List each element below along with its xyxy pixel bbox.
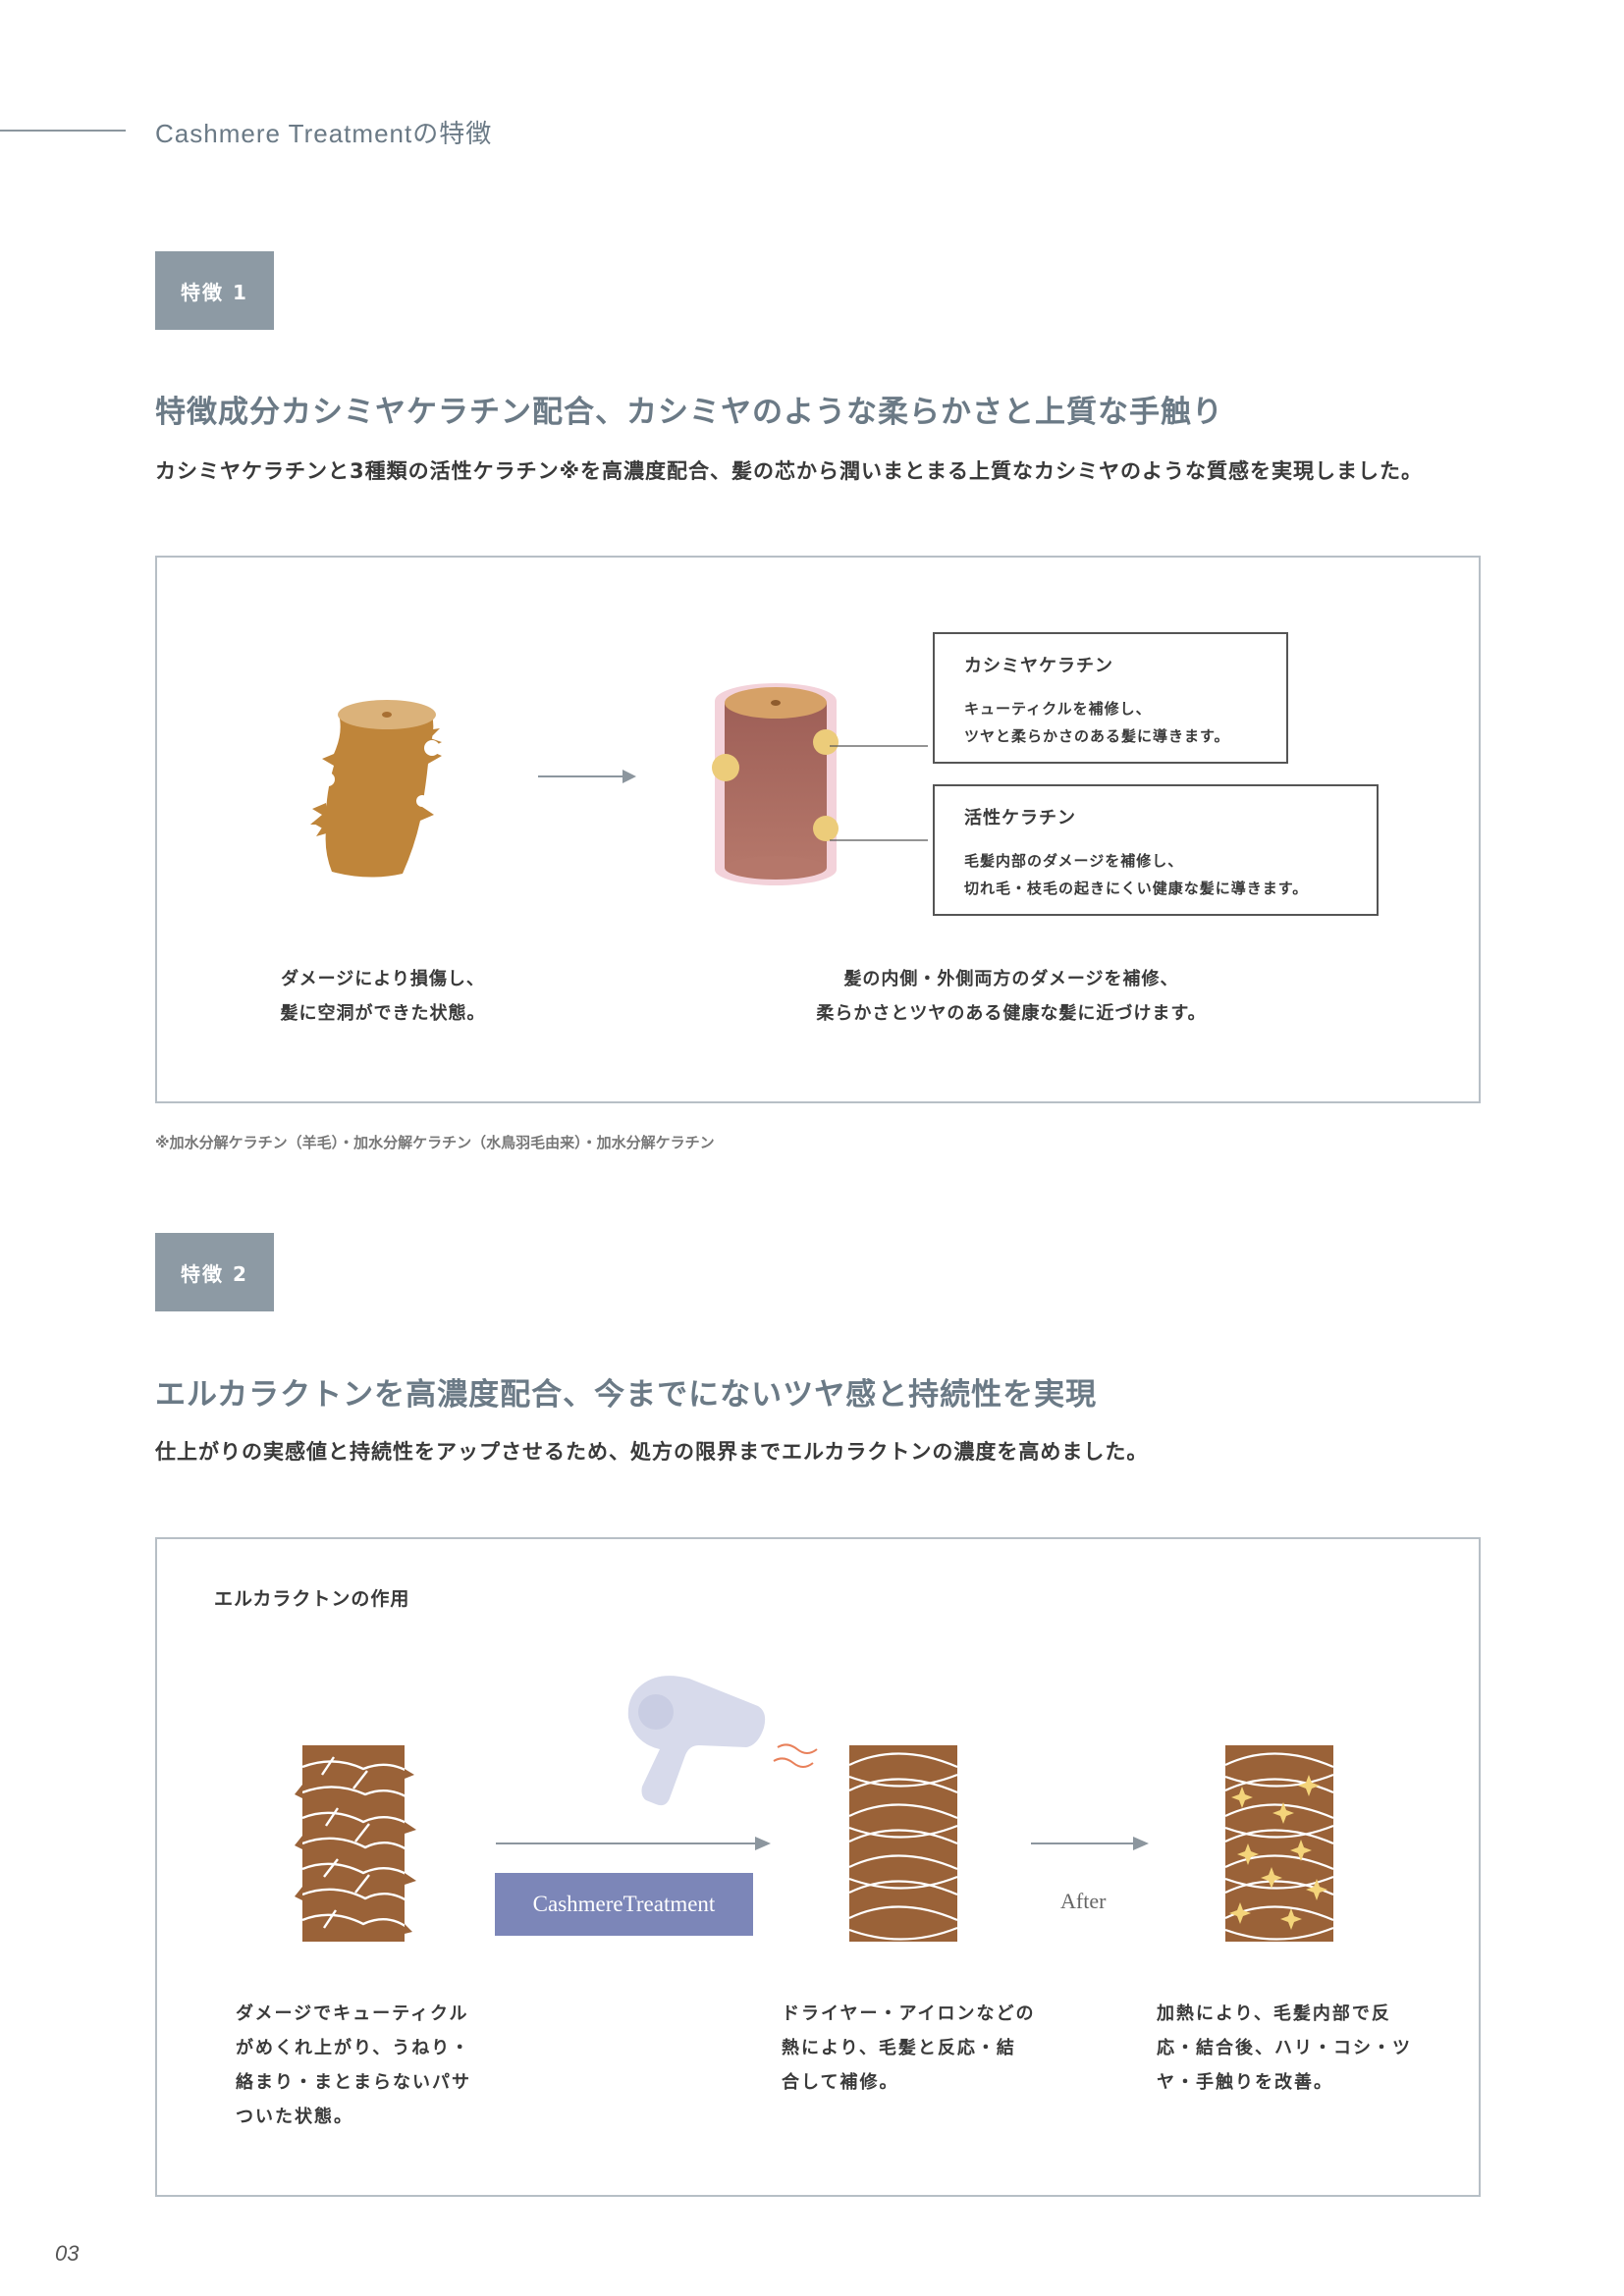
feature1-heading: 特徴成分カシミヤケラチン配合、カシミヤのような柔らかさと上質な手触り: [155, 395, 1223, 430]
panel-title: エルカラクトンの作用: [214, 1588, 410, 1610]
header-rule: [0, 130, 126, 132]
after-label: After: [1060, 1889, 1107, 1913]
caption-damaged: ダメージにより損傷し、 髪に空洞ができた状態。: [216, 962, 550, 1031]
caption-line: がめくれ上がり、うねり・: [236, 2038, 471, 2058]
callout-title: 活性ケラチン: [964, 808, 1076, 828]
caption-line: 柔らかさとツヤのある健康な髪に近づけます。: [816, 1003, 1207, 1024]
callout-active-keratin: 活性ケラチン 毛髪内部のダメージを補修し、 切れ毛・枝毛の起きにくい健康な髪に導…: [933, 784, 1379, 916]
bonded-hair-illustration: [848, 1745, 958, 1942]
feature2-diagram-panel: エルカラクトンの作用 CashmereTreatment: [155, 1537, 1481, 2197]
callout-line: 毛髪内部のダメージを補修し、: [964, 852, 1184, 870]
caption-line: 熱により、毛髪と反応・結: [782, 2038, 1016, 2058]
feature2-badge: 特徴 2: [155, 1233, 274, 1311]
feature2-heading: エルカラクトンを高濃度配合、今までにないツヤ感と持続性を実現: [155, 1377, 1098, 1413]
caption-damaged-cuticle: ダメージでキューティクル がめくれ上がり、うねり・ 絡まり・まとまらないパサ つ…: [236, 1997, 530, 2134]
caption-improved: 加熱により、毛髪内部で反 応・結合後、ハリ・コシ・ツ ヤ・手触りを改善。: [1157, 1997, 1451, 2100]
caption-line: 絡まり・まとまらないパサ: [236, 2072, 471, 2093]
feature1-lead: カシミヤケラチンと3種類の活性ケラチン※を高濃度配合、髪の芯から潤いまとまる上質…: [155, 459, 1424, 483]
page-header-title: Cashmere Treatmentの特徴: [155, 119, 493, 148]
feature1-badge: 特徴 1: [155, 251, 274, 330]
caption-line: 応・結合後、ハリ・コシ・ツ: [1157, 2038, 1412, 2058]
hair-dryer-icon: [627, 1676, 818, 1806]
caption-line: 合して補修。: [782, 2072, 899, 2093]
caption-line: ダメージにより損傷し、: [281, 969, 485, 989]
arrow-right-icon: [538, 770, 636, 783]
feature2-lead: 仕上がりの実感値と持続性をアップさせるため、処方の限界までエルカラクトンの濃度を…: [155, 1440, 1149, 1464]
caption-line: ついた状態。: [236, 2107, 353, 2127]
page-number: 03: [55, 2241, 80, 2266]
caption-line: 髪の内側・外側両方のダメージを補修、: [843, 969, 1179, 989]
product-label: CashmereTreatment: [495, 1873, 753, 1936]
callout-title: カシミヤケラチン: [964, 656, 1113, 676]
callout-line: 切れ毛・枝毛の起きにくい健康な髪に導きます。: [964, 880, 1309, 897]
improved-hair-illustration: [1224, 1745, 1334, 1942]
repaired-hair-illustration: [712, 683, 839, 885]
caption-line: 髪に空洞ができた状態。: [280, 1003, 486, 1024]
caption-line: ダメージでキューティクル: [236, 2003, 469, 2024]
caption-line: ドライヤー・アイロンなどの: [782, 2003, 1036, 2024]
damaged-hair-illustration: [310, 700, 442, 878]
arrow-right-icon: [496, 1837, 771, 1850]
callout-cashmere-keratin: カシミヤケラチン キューティクルを補修し、 ツヤと柔らかさのある髪に導きます。: [933, 632, 1288, 764]
callout-line: ツヤと柔らかさのある髪に導きます。: [964, 727, 1230, 745]
callout-leader-lines: [830, 745, 928, 841]
caption-line: ヤ・手触りを改善。: [1157, 2072, 1333, 2093]
caption-repaired: 髪の内側・外側両方のダメージを補修、 柔らかさとツヤのある健康な髪に近づけます。: [756, 962, 1267, 1031]
callout-line: キューティクルを補修し、: [964, 700, 1152, 718]
arrow-right-icon: [1031, 1837, 1149, 1850]
feature1-diagram-panel: カシミヤケラチン キューティクルを補修し、 ツヤと柔らかさのある髪に導きます。 …: [155, 556, 1481, 1103]
damaged-cuticle-illustration: [295, 1745, 416, 1942]
caption-line: 加熱により、毛髪内部で反: [1157, 2003, 1391, 2024]
caption-heat-bond: ドライヤー・アイロンなどの 熱により、毛髪と反応・結 合して補修。: [782, 1997, 1076, 2100]
feature1-footnote: ※加水分解ケラチン（羊毛）・加水分解ケラチン（水鳥羽毛由来）・加水分解ケラチン: [155, 1134, 715, 1151]
